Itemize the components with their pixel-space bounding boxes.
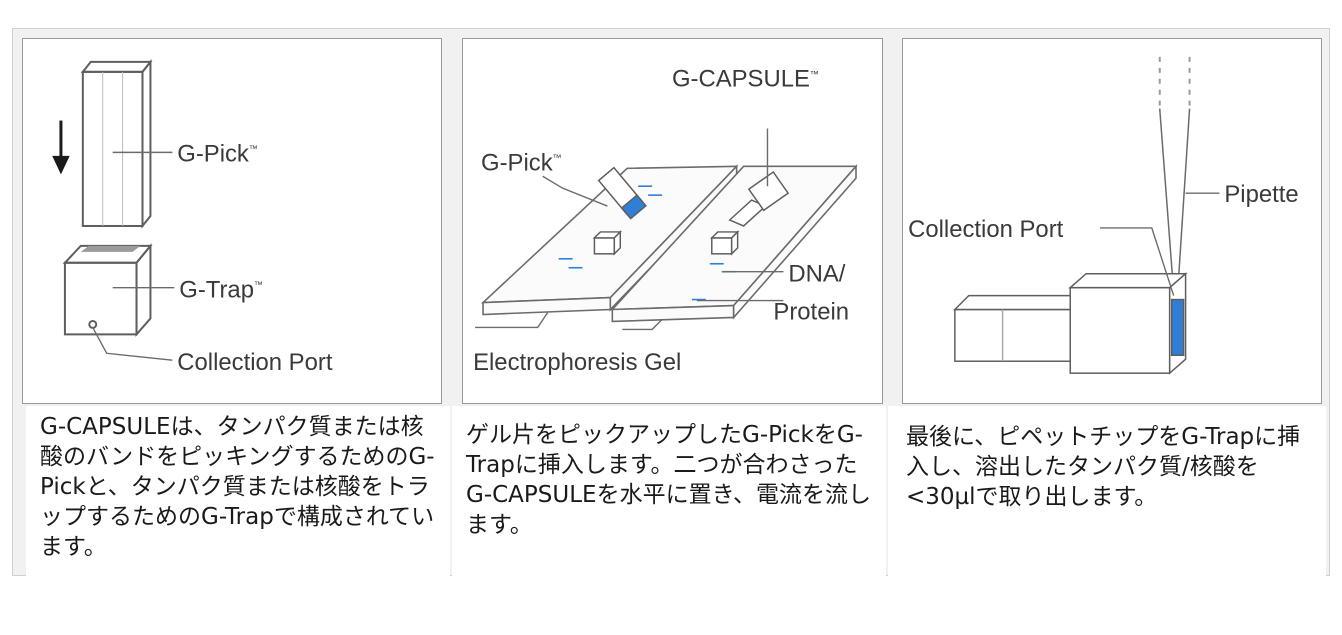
label-protein: Protein bbox=[773, 298, 849, 325]
pipette-dotted-top bbox=[1158, 56, 1191, 109]
label-electrophoresis-gel: Electrophoresis Gel bbox=[473, 349, 681, 376]
label-g-capsule: G-CAPSULE™ bbox=[672, 66, 819, 93]
label-collection-port: Collection Port bbox=[908, 216, 1064, 243]
g-trap-block bbox=[1068, 272, 1188, 375]
label-g-pick: G-Pick™ bbox=[177, 140, 258, 167]
label-g-pick: G-Pick™ bbox=[481, 149, 562, 176]
panel-1-illustration: G-Pick™ G-Trap™ Collection Port bbox=[22, 38, 442, 404]
panel-2-illustration: G-CAPSULE™ G-Pick™ DNA/ Protein Electrop… bbox=[462, 38, 883, 404]
pipette-tip bbox=[1158, 108, 1191, 293]
panel-3-illustration: Pipette Collection Port bbox=[902, 38, 1322, 404]
electrophoresis-gel-diagram: G-CAPSULE™ G-Pick™ DNA/ Protein Electrop… bbox=[473, 66, 858, 376]
g-pick-tilted bbox=[597, 166, 647, 220]
label-dna: DNA/ bbox=[788, 261, 845, 288]
gel-cube-right bbox=[709, 230, 740, 256]
g-trap-cube bbox=[62, 243, 153, 338]
label-g-trap: G-Trap™ bbox=[179, 277, 263, 304]
panel-1-caption: G-CAPSULEは、タンパク質または核酸のバンドをピッキングするためのG-Pi… bbox=[26, 406, 450, 576]
g-pick-g-trap-diagram: G-Pick™ G-Trap™ Collection Port bbox=[52, 59, 333, 376]
label-collection-port: Collection Port bbox=[177, 349, 333, 376]
g-pick-block bbox=[953, 294, 1090, 362]
panel-2-caption: ゲル片をピックアップしたG-PickをG-Trapに挿入します。二つが合わさった… bbox=[452, 406, 886, 576]
gel-cube-left bbox=[592, 230, 623, 256]
down-arrow-icon bbox=[52, 120, 70, 175]
g-capsule-on-gel bbox=[728, 170, 790, 227]
pipette-collection-diagram: Pipette Collection Port bbox=[908, 56, 1299, 375]
label-pipette: Pipette bbox=[1224, 181, 1298, 208]
g-pick-tube bbox=[80, 59, 153, 229]
panel-3-caption: 最後に、ピペットチップをG-Trapに挿入し、溶出したタンパク質/核酸を<30µ… bbox=[888, 406, 1326, 576]
